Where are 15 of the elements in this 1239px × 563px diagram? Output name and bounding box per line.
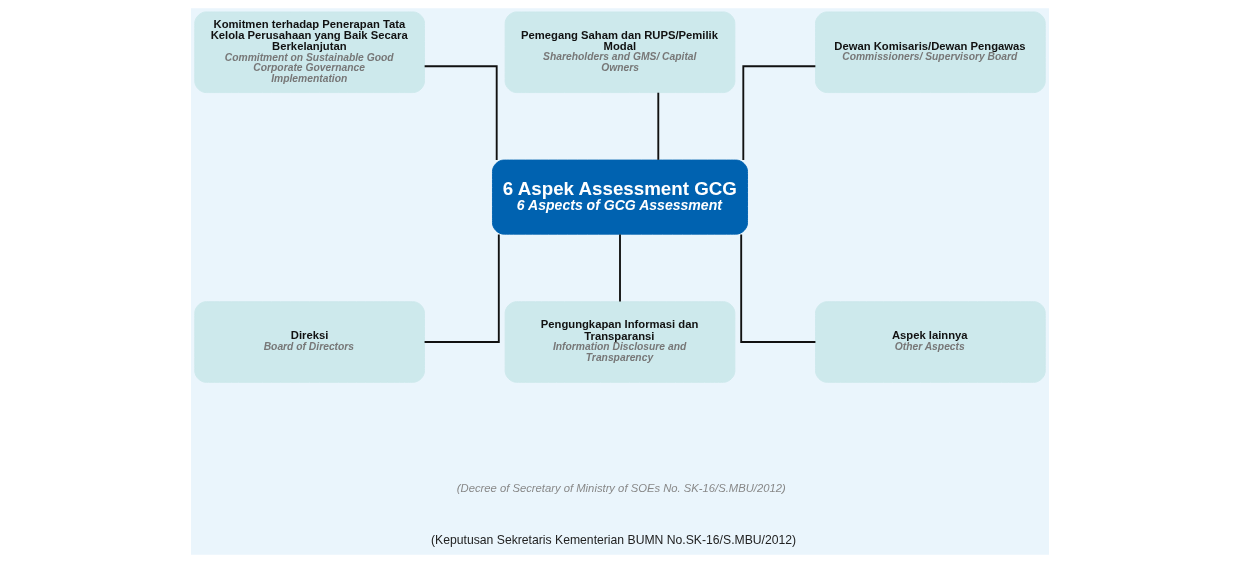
- connector: [741, 65, 816, 161]
- connector: [423, 65, 498, 161]
- node-box: Pengungkapan Informasi dan Transparansi Information Disclosure and Transparency: [504, 301, 735, 383]
- node-box: 6 Aspek Assessment GCG 6 Aspects of GCG Assessment: [491, 159, 748, 235]
- connector: [739, 233, 816, 343]
- node-box: Komitmen terhadap Penerapan Tata Kelola Perusahaan yang Baik Secara Berkelanjutan Commitment on Sustainable Good Corporate Governance Implementation: [193, 11, 425, 93]
- connector: [423, 233, 500, 343]
- node-box: Aspek lainnya Other Aspects: [814, 301, 1046, 383]
- connector: [656, 91, 659, 161]
- caption: (Keputusan Sekretaris Kementerian BUMN No.SK-16/S.MBU/2012): [430, 532, 796, 547]
- label: (Decree of Secretary of Ministry of SOEs No. SK-16/S.MBU/2012): [456, 482, 786, 495]
- node-box: Pemegang Saham dan RUPS/Pemilik Modal Shareholders and GMS/ Capital Owners: [504, 11, 735, 93]
- node-box: Direksi Board of Directors: [193, 301, 425, 383]
- connector: [618, 233, 621, 303]
- node-box: Dewan Komisaris/Dewan Pengawas Commissioners/ Supervisory Board: [814, 11, 1046, 93]
